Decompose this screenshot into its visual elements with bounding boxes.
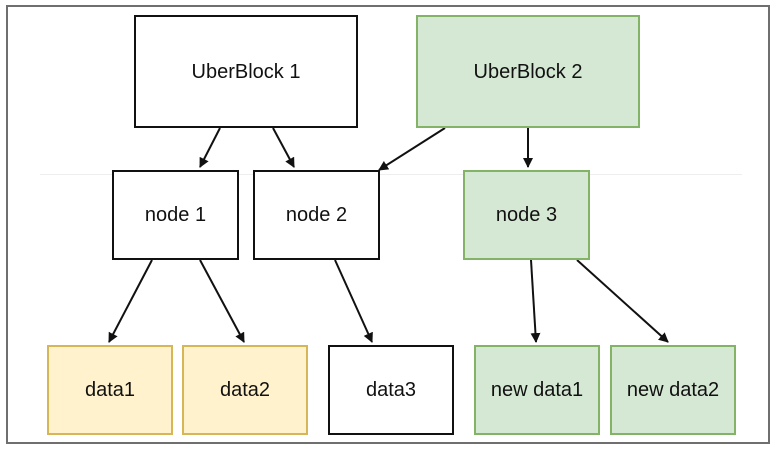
node-2-box: node 2 [253, 170, 380, 260]
edge-ub1-n2 [272, 127, 295, 168]
data1-label: data1 [84, 379, 136, 401]
edge-n3-nd1 [530, 259, 541, 343]
data3-box: data3 [328, 345, 454, 435]
edge-n3-nd2 [576, 259, 669, 343]
node-1-box: node 1 [112, 170, 239, 260]
new-data1-label: new data1 [490, 379, 584, 401]
data2-box: data2 [182, 345, 308, 435]
data3-label: data3 [365, 379, 417, 401]
edge-ub1-n1 [199, 127, 221, 168]
data2-label: data2 [219, 379, 271, 401]
node-3-label: node 3 [495, 204, 558, 226]
uberblock-1-box: UberBlock 1 [134, 15, 358, 128]
edge-n2-d3 [334, 259, 373, 343]
uberblock-1-label: UberBlock 1 [191, 60, 301, 83]
new-data1-box: new data1 [474, 345, 600, 435]
edge-n1-d2 [199, 259, 245, 343]
edge-n1-d1 [108, 259, 153, 343]
node-3-box: node 3 [463, 170, 590, 260]
new-data2-box: new data2 [610, 345, 736, 435]
data1-box: data1 [47, 345, 173, 435]
new-data2-label: new data2 [626, 379, 720, 401]
node-2-label: node 2 [285, 204, 348, 226]
uberblock-2-label: UberBlock 2 [473, 60, 583, 83]
edge-ub2-n2 [378, 127, 446, 171]
level-divider [40, 174, 742, 175]
uberblock-2-box: UberBlock 2 [416, 15, 640, 128]
node-1-label: node 1 [144, 204, 207, 226]
